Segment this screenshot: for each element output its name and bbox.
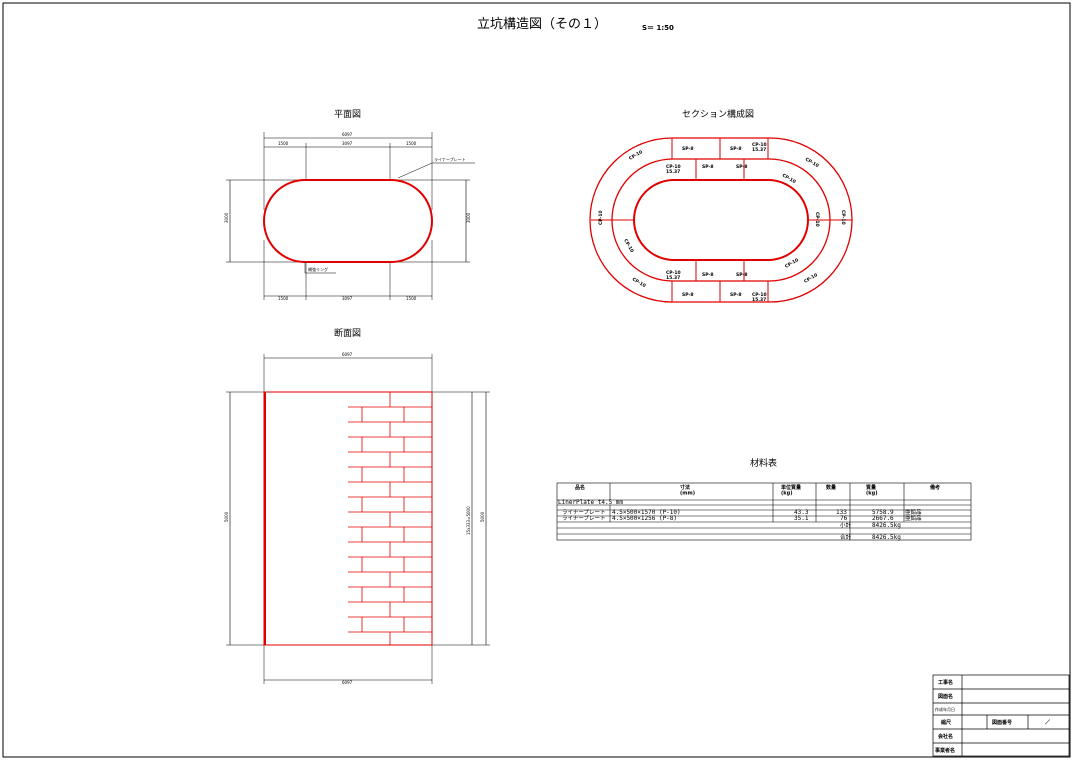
materials-header-note: 備考 <box>930 484 940 491</box>
materials-heading: 材料表 <box>750 457 777 469</box>
materials-row1-name: ライナープレート <box>562 509 606 516</box>
materials-header-unit: 単位質量(kg) <box>781 484 801 497</box>
section-inner-label-1: SP-8 <box>702 164 713 170</box>
title-block-project: 工事名 <box>938 679 953 686</box>
section-inner-label-10: CP-10 <box>784 257 800 270</box>
title-block-company: 会社名 <box>937 733 953 740</box>
materials-row1-note: 亜鉛品 <box>905 508 922 516</box>
plan-dim-right: 3000 <box>466 212 471 223</box>
title-block-scale: 縮尺 <box>941 719 951 726</box>
materials-row1-mass: 5758.9 <box>872 509 894 516</box>
materials-header-qty: 数量 <box>826 484 836 491</box>
plan-dim-left: 3000 <box>224 212 229 223</box>
plan-dim-bottom-left: 1500 <box>278 296 289 301</box>
section-outer-label-4: SP-8 <box>682 292 693 298</box>
plan-dim-top-left: 1500 <box>278 141 289 146</box>
materials-subtotal-value: 8426.5kg <box>872 522 901 529</box>
plan-label-ring: 補強リング <box>308 266 328 272</box>
materials-total-label: 合計 <box>840 533 852 541</box>
plan-dim-bottom-mid: 3097 <box>342 296 353 301</box>
elevation-heading: 断面図 <box>334 327 361 339</box>
section-outer-label-7: CP-10 <box>628 149 644 162</box>
sheet-scale: S＝ 1:50 <box>642 24 674 32</box>
materials-table: 材料表 品名 寸法(mm) 単位質量(kg) 数量 質量(kg) 備考 Line… <box>556 457 972 541</box>
elevation-dim-left: 5000 <box>224 511 229 522</box>
materials-group-label: LinerPlate t4.5 mm <box>558 499 623 506</box>
materials-row2-unit: 35.1 <box>794 515 809 522</box>
plan-shaft-outline <box>263 179 433 263</box>
materials-row1-unit: 43.3 <box>794 509 809 516</box>
plan-view: 平面図 6097 1500 3097 1500 1500 3097 1500 3… <box>224 109 475 301</box>
elevation-dim-right: 5000 <box>480 511 485 522</box>
elevation-dim-top: 6097 <box>342 352 353 357</box>
materials-row2-size: 4.5×500×1256 (P-8) <box>612 515 677 522</box>
materials-row2-mass: 2667.6 <box>872 515 894 522</box>
section-inner-label-5: SP-8 <box>736 272 747 278</box>
sheet-title: 立坑構造図（その１） <box>477 17 607 32</box>
section-outer-label-1: SP-8 <box>682 146 693 152</box>
section-config-heading: セクション構成図 <box>682 108 754 120</box>
section-ring-inner <box>633 179 809 261</box>
plan-dim-top-total: 6097 <box>342 132 353 137</box>
section-inner-label-7: CP-10 <box>622 238 635 254</box>
materials-row2-qty: 76 <box>840 515 848 522</box>
plan-dim-top-right: 1500 <box>406 141 417 146</box>
section-inner-label-9: CP-10 <box>814 212 820 227</box>
section-outer-label-10: CP-10 <box>804 157 820 170</box>
plan-dim-bottom-right: 1500 <box>406 296 417 301</box>
elevation-dim-right-note: 15x333=5000 <box>466 506 471 535</box>
section-outer-label-8: CP-10 <box>598 210 604 225</box>
title-block-drawing-name: 図面名 <box>938 693 953 700</box>
title-block-drawing-number-value: ／ <box>1045 720 1050 726</box>
materials-header-name: 品名 <box>575 484 585 491</box>
elevation-dim-bottom: 6097 <box>342 680 353 685</box>
section-inner-label-2: SP-8 <box>736 164 747 170</box>
title-block-drawing-number-label: 図面番号 <box>992 719 1012 726</box>
section-outer-label-5: SP-8 <box>730 292 741 298</box>
section-outer-label-9: CP-10 <box>631 277 647 290</box>
elevation-view: 断面図 6097 6097 5000 15x333=5000 5000 <box>224 327 490 685</box>
title-block: 工事名 図面名 作成年月日 縮尺 会社名 事業者名 図面番号 ／ <box>932 674 1070 757</box>
elevation-shaft-outline <box>263 391 433 646</box>
materials-header-size: 寸法(mm) <box>680 484 695 497</box>
section-inner-label-4: SP-8 <box>702 272 713 278</box>
materials-row1-size: 4.5×500×1570 (P-10) <box>612 509 681 516</box>
plan-label-liner: ライナープレート <box>434 156 466 162</box>
materials-row2-note: 亜鉛品 <box>905 514 922 522</box>
materials-row2-name: ライナープレート <box>562 515 606 522</box>
plan-dim-top-mid: 3097 <box>342 141 353 146</box>
materials-total-value: 8426.5kg <box>872 534 901 541</box>
plan-heading: 平面図 <box>334 109 361 120</box>
elevation-liner-pattern <box>348 392 432 645</box>
section-outer-label-2: SP-8 <box>730 146 741 152</box>
materials-subtotal-label: 小計 <box>840 521 852 529</box>
title-block-business: 事業者名 <box>935 747 955 754</box>
materials-row1-qty: 133 <box>836 509 847 516</box>
title-block-date: 作成年月日 <box>935 706 955 712</box>
section-outer-label-11: CP-10 <box>840 210 846 225</box>
section-outer-label-12: CP-10 <box>803 272 819 285</box>
materials-header-mass: 質量(kg) <box>865 484 877 497</box>
